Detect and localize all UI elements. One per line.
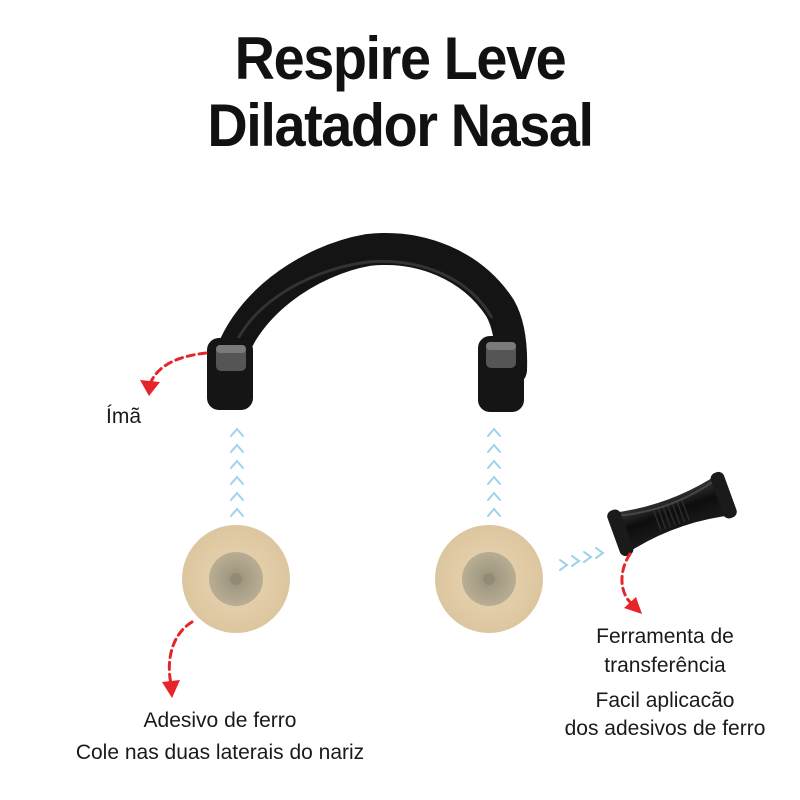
- tool-title-line-2: transferência: [604, 654, 726, 677]
- red-arrow-adhesive: [162, 620, 194, 698]
- adhesive-title: Adesivo de ferro: [143, 709, 297, 732]
- magnet-label: Ímã: [106, 405, 142, 428]
- page-title-line-2: Dilatador Nasal: [207, 92, 594, 159]
- tool-description-line-1: Facil aplicacão: [595, 689, 735, 712]
- flow-arrow-right: [487, 427, 501, 517]
- right-magnet: [478, 336, 524, 412]
- red-arrow-tool: [620, 552, 642, 614]
- flow-arrow-tool: [559, 547, 605, 571]
- tool-title-line-1: Ferramenta de: [596, 625, 734, 648]
- transfer-tool: [607, 471, 737, 557]
- adhesive-patch-left: [182, 525, 290, 633]
- nasal-band: [207, 233, 528, 412]
- adhesive-patch-right: [435, 525, 543, 633]
- red-arrow-magnet: [140, 351, 208, 396]
- adhesive-description: Cole nas duas laterais do nariz: [75, 741, 365, 764]
- tool-description-line-2: dos adesivos de ferro: [564, 717, 766, 740]
- left-magnet: [207, 338, 253, 410]
- page-title-line-1: Respire Leve: [234, 25, 567, 92]
- flow-arrow-left: [230, 427, 244, 517]
